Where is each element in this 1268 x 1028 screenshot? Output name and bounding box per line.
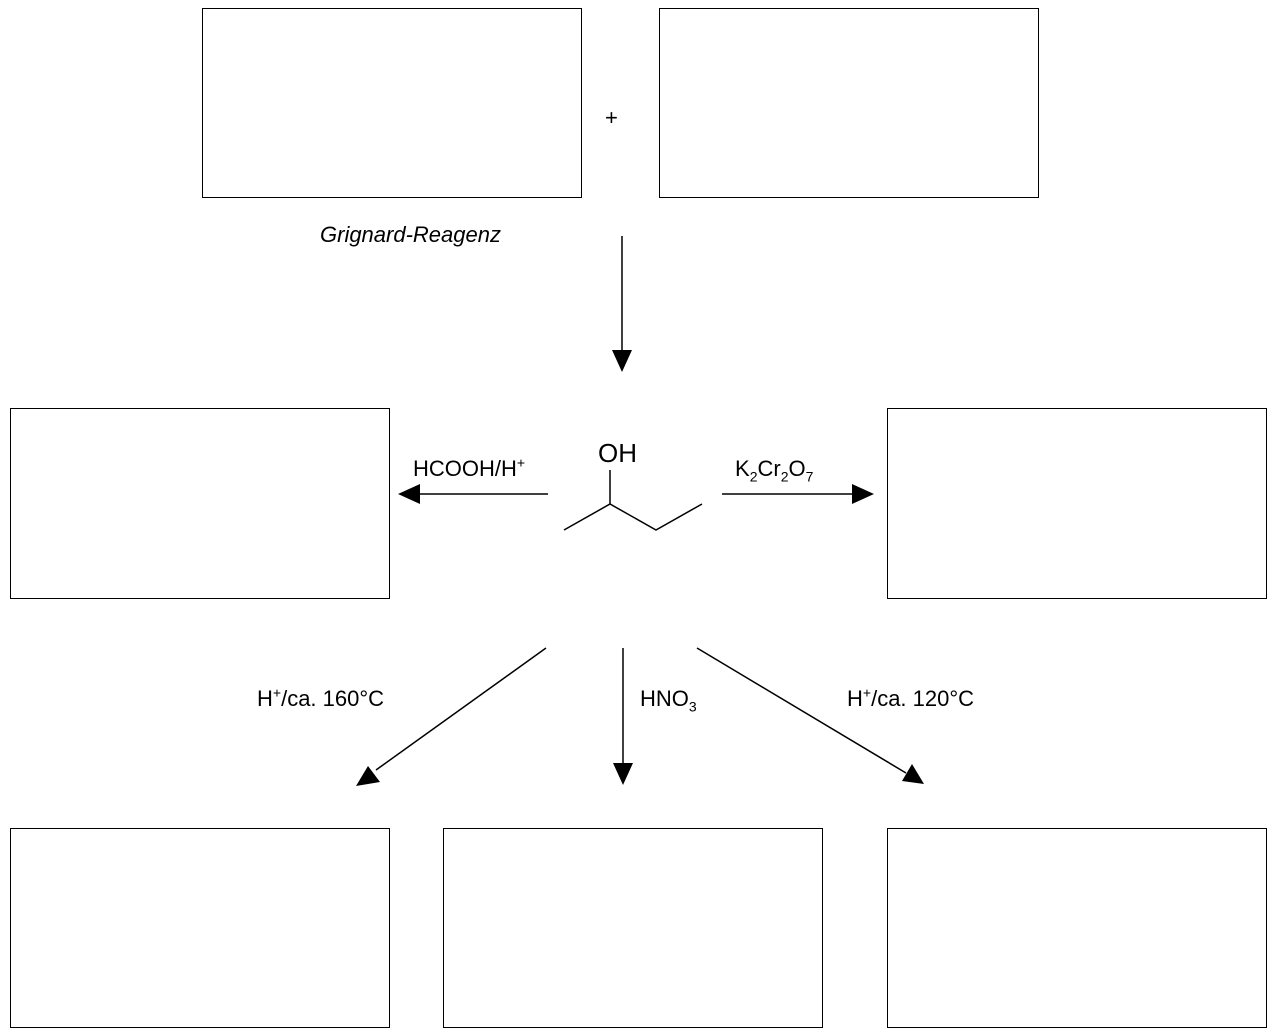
- arrow-bottom-left: [356, 647, 547, 786]
- reagent-formic-acid-plus: +: [516, 454, 526, 471]
- dichromate-o: O: [788, 456, 806, 481]
- acid-160-h: H: [257, 686, 273, 711]
- arrow-left-esterification: [398, 484, 548, 504]
- answer-box-middle-left[interactable]: [10, 408, 390, 599]
- reagent-formic-acid-label: HCOOH/H+: [413, 454, 526, 481]
- answer-box-top-left[interactable]: [202, 8, 582, 198]
- acid-120-plus: +: [862, 684, 872, 701]
- nitric-acid-subscript: 3: [688, 698, 697, 715]
- acid-160-temperature: /ca. 160°C: [281, 686, 385, 711]
- hydroxyl-label: OH: [598, 438, 637, 468]
- answer-box-bottom-left[interactable]: [10, 828, 390, 1028]
- acid-160-plus: +: [272, 684, 282, 701]
- arrow-right-oxidation: [722, 484, 874, 504]
- reagent-acid-160-label: H+/ca. 160°C: [257, 684, 385, 711]
- reagent-dichromate-label: K2Cr2O7: [735, 456, 813, 484]
- dichromate-cr-subscript: 2: [780, 468, 789, 485]
- dichromate-k: K: [735, 456, 750, 481]
- answer-box-bottom-right[interactable]: [887, 828, 1267, 1028]
- arrow-bottom-middle: [613, 648, 633, 785]
- butan-2-ol-structure: [563, 470, 703, 531]
- answer-box-top-right[interactable]: [659, 8, 1039, 198]
- answer-box-bottom-middle[interactable]: [443, 828, 823, 1028]
- dichromate-k-subscript: 2: [749, 468, 758, 485]
- acid-120-h: H: [847, 686, 863, 711]
- reagent-formic-acid-main: HCOOH/H: [413, 456, 517, 481]
- acid-120-temperature: /ca. 120°C: [871, 686, 975, 711]
- reagent-nitric-acid-label: HNO3: [640, 686, 697, 714]
- arrow-bottom-right: [696, 647, 924, 784]
- plus-sign: +: [605, 105, 618, 130]
- answer-box-middle-right[interactable]: [887, 408, 1267, 599]
- arrow-grignard-to-alcohol: [612, 236, 632, 372]
- nitric-acid-main: HNO: [640, 686, 689, 711]
- dichromate-o-subscript: 7: [805, 468, 814, 485]
- reagent-acid-120-label: H+/ca. 120°C: [847, 684, 975, 711]
- dichromate-cr: Cr: [757, 456, 781, 481]
- grignard-reagent-label: Grignard-Reagenz: [320, 222, 501, 247]
